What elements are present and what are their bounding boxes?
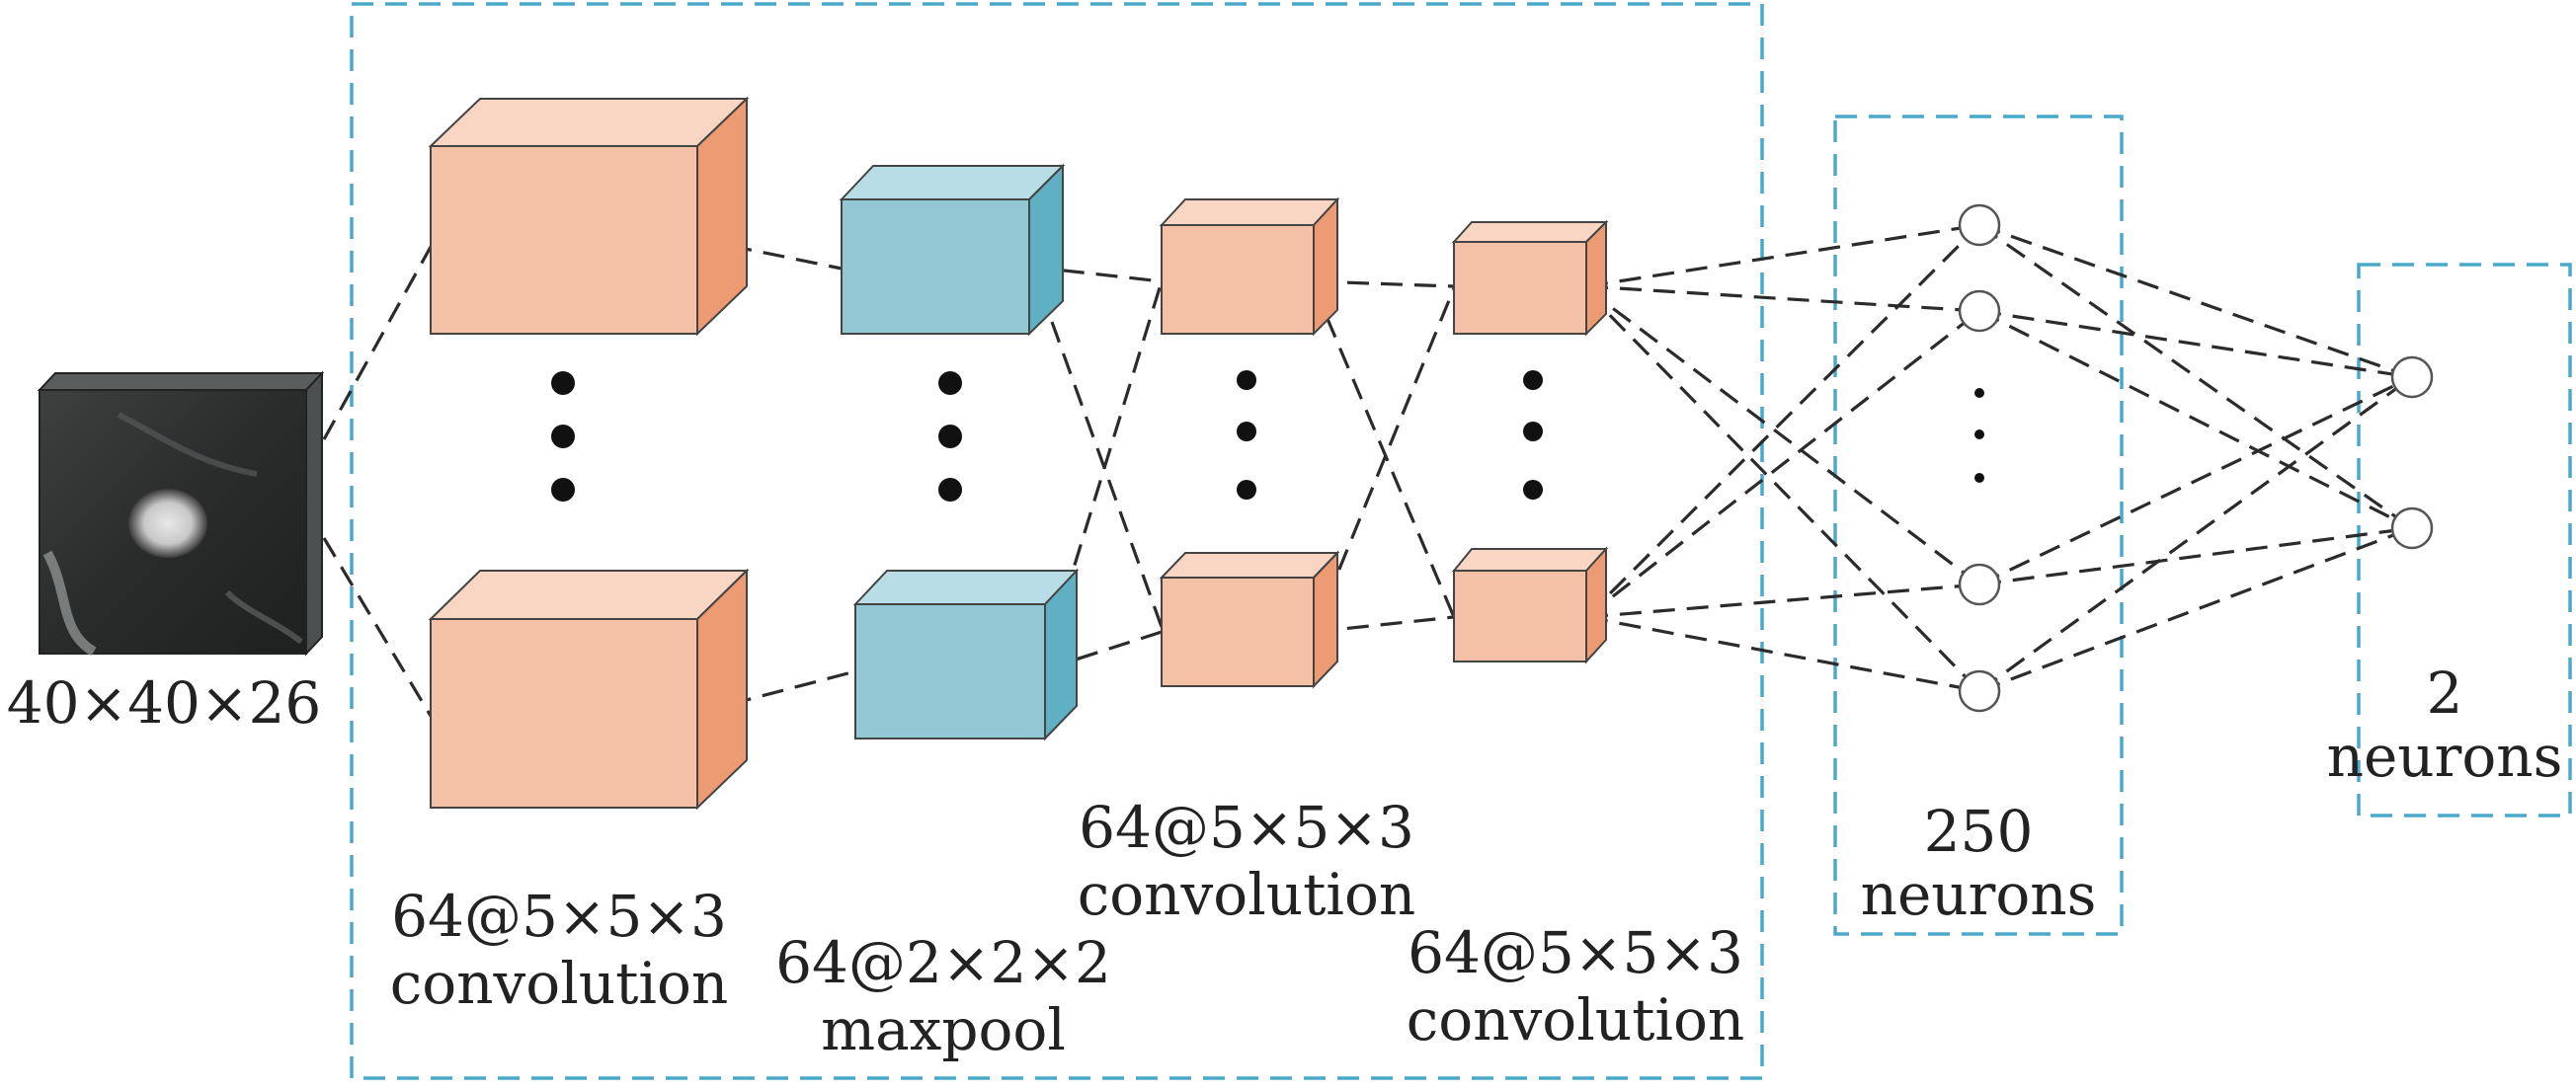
conv3-cube-bottom <box>1451 546 1609 664</box>
connection-line <box>696 237 843 271</box>
connection-line <box>1312 285 1456 618</box>
connection-line <box>1585 615 1980 693</box>
conv3-label-line2: convolution <box>1407 986 1744 1053</box>
connection-line <box>1585 284 1980 313</box>
conv1-ellipsis <box>551 371 575 502</box>
dense-neuron <box>1958 203 2001 247</box>
connection-line <box>1584 223 1981 619</box>
input-size-label: 40×40×26 <box>7 669 322 737</box>
dense-neuron <box>1958 563 2001 606</box>
connection-line <box>1978 526 2413 586</box>
connection-line <box>1978 375 2413 693</box>
connection-line <box>1978 223 2413 379</box>
connection-line <box>1313 279 1455 288</box>
connection-line <box>1028 265 1163 283</box>
dense-neuron <box>1958 289 2001 333</box>
conv2-ellipsis <box>1237 370 1256 500</box>
connection-line <box>1584 289 1981 693</box>
output-label-line2: neurons <box>2327 723 2563 790</box>
connection-line <box>322 537 433 717</box>
dense-label-line2: neurons <box>1861 861 2097 928</box>
connection-line <box>1585 583 1980 619</box>
pool1-label-line2: maxpool <box>821 996 1066 1063</box>
output-neurons <box>2390 355 2434 550</box>
conv2-cube-bottom <box>1159 550 1340 689</box>
connection-line <box>696 669 856 715</box>
connection-line <box>322 246 433 440</box>
conv3-cube-top <box>1451 219 1609 337</box>
dense-layer-box <box>1833 115 2124 936</box>
dense-neuron <box>1958 669 2001 713</box>
dense-neurons <box>1958 203 2001 713</box>
connection-line <box>1978 223 2413 530</box>
connection-line <box>1312 287 1456 633</box>
connection-line <box>1585 223 1980 288</box>
output-label-line1: 2 <box>2427 660 2463 727</box>
connection-line <box>1978 309 2413 379</box>
pool1-label-line1: 64@2×2×2 <box>775 929 1111 996</box>
connection-line <box>1585 309 1980 619</box>
output-neuron <box>2390 355 2434 399</box>
connection-line <box>1978 526 2413 693</box>
conv1-label-line2: convolution <box>390 950 728 1017</box>
dense-ellipsis <box>1974 388 1984 483</box>
conv-block-box <box>350 2 1764 1080</box>
connection-line <box>1978 309 2413 530</box>
dense-label-line1: 250 <box>1924 798 2034 865</box>
connection-line <box>1978 375 2413 586</box>
output-layer-box <box>2357 263 2572 818</box>
conv3-label-line1: 64@5×5×3 <box>1408 919 1743 986</box>
conv2-label-line2: convolution <box>1078 861 1415 928</box>
connections <box>322 223 2413 717</box>
conv3-ellipsis <box>1523 370 1543 500</box>
conv1-cube-top <box>428 96 750 337</box>
conv2-cube-top <box>1159 196 1340 337</box>
pool1-cube-top <box>839 163 1066 337</box>
conv1-label-line1: 64@5×5×3 <box>391 883 727 950</box>
pool1-cube-bottom <box>852 568 1080 741</box>
connection-line <box>1585 286 1980 586</box>
conv2-label-line1: 64@5×5×3 <box>1079 794 1414 861</box>
connection-line <box>1313 615 1455 634</box>
input-image <box>37 370 325 657</box>
output-neuron <box>2390 506 2434 550</box>
conv1-cube-bottom <box>428 568 750 811</box>
pool1-ellipsis <box>938 371 962 502</box>
